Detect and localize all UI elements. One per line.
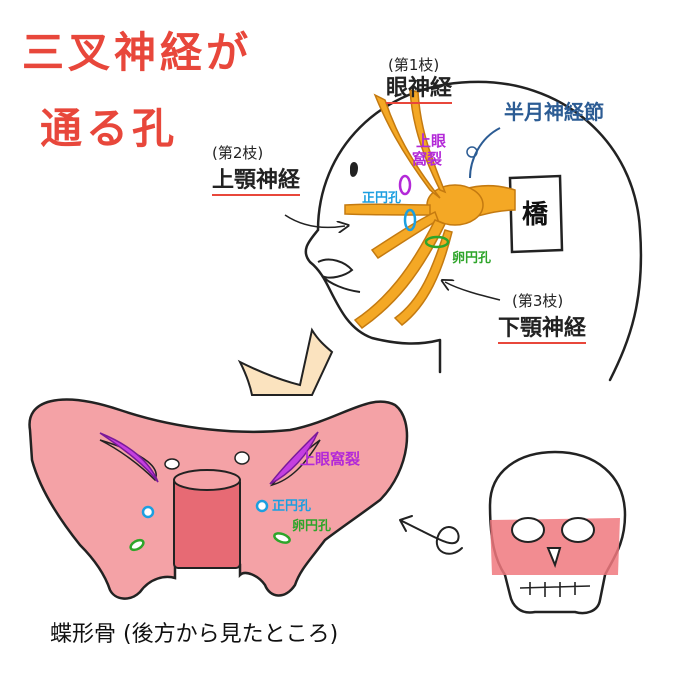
rotundum-right-bone	[255, 499, 269, 513]
ovale-ring-head	[424, 235, 450, 249]
ganglion-label: 半月神経節	[504, 100, 604, 124]
hole-left	[164, 458, 180, 470]
ovale-left-bone	[129, 538, 145, 552]
pons-box	[508, 174, 564, 254]
v1-name-label: 眼神経	[386, 78, 453, 104]
curly-arrow-icon	[399, 515, 463, 555]
lips-icon	[317, 258, 361, 293]
trigeminal-nerve	[344, 89, 516, 329]
v1-number-label: (第1枝)	[388, 56, 440, 74]
v2-number-label: (第2枝)	[212, 144, 264, 162]
fissure-left-bone	[99, 432, 159, 483]
v3-pointer	[445, 282, 501, 301]
pons-label: 橋	[522, 200, 549, 230]
fissure-label-head-1: 上眼	[416, 132, 447, 150]
ovale-label-bone: 卵円孔	[292, 519, 332, 534]
fissure-label-head-2: 窩裂	[412, 150, 443, 168]
ganglion-pointer	[469, 127, 501, 179]
hole-right	[234, 451, 250, 465]
v2-pointer	[284, 214, 345, 227]
fissure-label-bone: 上眼窩裂	[300, 450, 361, 468]
head-outline-icon	[304, 80, 643, 382]
down-arrow-icon	[237, 327, 334, 396]
sphenoid-bone	[28, 398, 409, 600]
v3-name-label: 下顎神経	[498, 318, 587, 344]
skull-icon	[488, 450, 627, 615]
v2-name-label: 上顎神経	[212, 170, 301, 196]
eye-icon	[350, 162, 358, 177]
title-line-2: 通る孔	[40, 104, 179, 153]
rotundum-label-head: 正円孔	[362, 191, 402, 206]
ganglion-pointer-dot	[466, 146, 478, 158]
rotundum-ring-head	[403, 208, 417, 232]
title-line-1: 三叉神経が	[22, 28, 253, 77]
v3-number-label: (第3枝)	[512, 292, 564, 310]
fissure-right-bone	[269, 431, 319, 485]
ovale-label-head: 卵円孔	[452, 251, 492, 266]
rotundum-label-bone: 正円孔	[272, 499, 312, 514]
fissure-ring-head	[398, 174, 412, 196]
ovale-right-bone	[273, 532, 291, 544]
caption: 蝶形骨 (後方から見たところ)	[50, 622, 339, 647]
rotundum-left-bone	[141, 505, 155, 519]
